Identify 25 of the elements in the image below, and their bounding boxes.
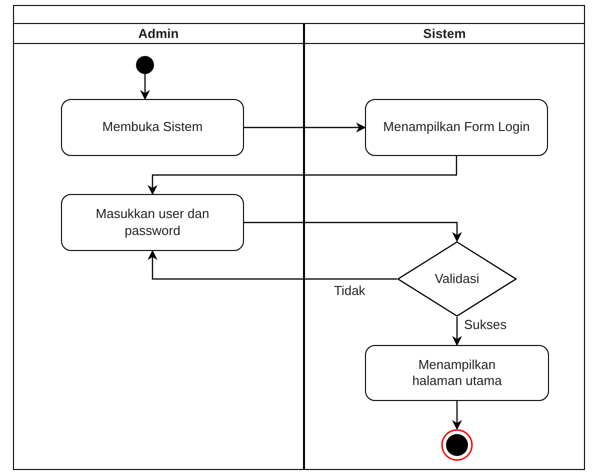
arrow — [148, 250, 397, 280]
activity-box — [61, 194, 244, 251]
arrow — [244, 222, 462, 242]
decision-diamond — [397, 241, 517, 317]
edge-label: Sukses — [462, 317, 509, 332]
swimlane — [304, 23, 585, 470]
activity-label: Menampilkan halaman utama — [411, 356, 503, 390]
arrow — [244, 122, 366, 132]
initial-node — [136, 56, 154, 74]
edge-label: Tidak — [332, 283, 368, 298]
decision-label: Validasi — [434, 270, 480, 288]
lane-header: Admin — [14, 24, 303, 44]
arrow — [452, 317, 462, 346]
activity-box — [365, 345, 549, 401]
arrow — [140, 74, 150, 100]
arrow — [452, 401, 462, 430]
swimlane — [13, 23, 304, 470]
activity-box — [365, 99, 548, 156]
final-node — [441, 429, 473, 461]
arrow — [148, 156, 458, 195]
lane-header: Sistem — [305, 24, 584, 44]
activity-box — [61, 99, 244, 156]
activity-label: Masukkan user dan password — [94, 206, 210, 239]
activity-label: Membuka Sistem — [102, 119, 203, 136]
activity-label: Menampilkan Form Login — [383, 119, 530, 136]
